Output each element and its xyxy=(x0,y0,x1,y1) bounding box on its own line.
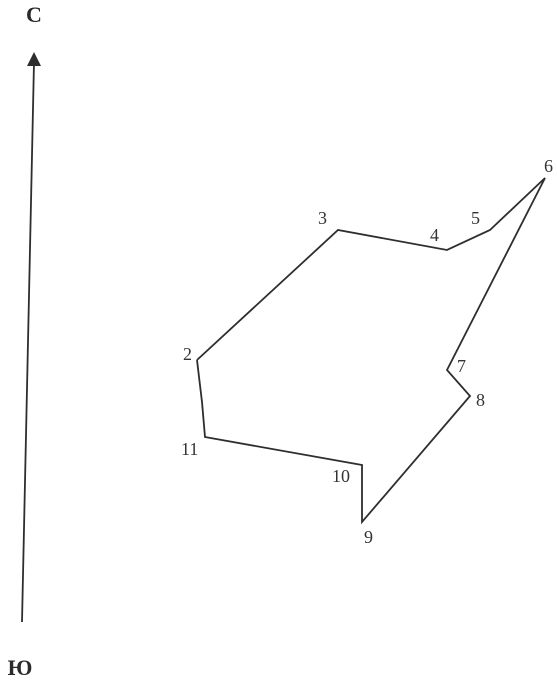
north-south-axis xyxy=(21,61,35,623)
point-label-11: 11 xyxy=(181,439,198,459)
point-label-4: 4 xyxy=(430,225,439,245)
north-label: С xyxy=(26,2,42,27)
point-label-8: 8 xyxy=(476,390,485,410)
point-label-9: 9 xyxy=(364,527,373,547)
parcel-boundary xyxy=(196,177,546,525)
point-label-10: 10 xyxy=(332,466,350,486)
point-label-2: 2 xyxy=(183,344,192,364)
point-label-7: 7 xyxy=(457,356,466,376)
point-label-3: 3 xyxy=(318,208,327,228)
point-label-6: 6 xyxy=(544,156,553,176)
north-arrowhead-icon xyxy=(27,52,41,66)
south-label: Ю xyxy=(8,655,33,680)
point-label-5: 5 xyxy=(471,208,480,228)
